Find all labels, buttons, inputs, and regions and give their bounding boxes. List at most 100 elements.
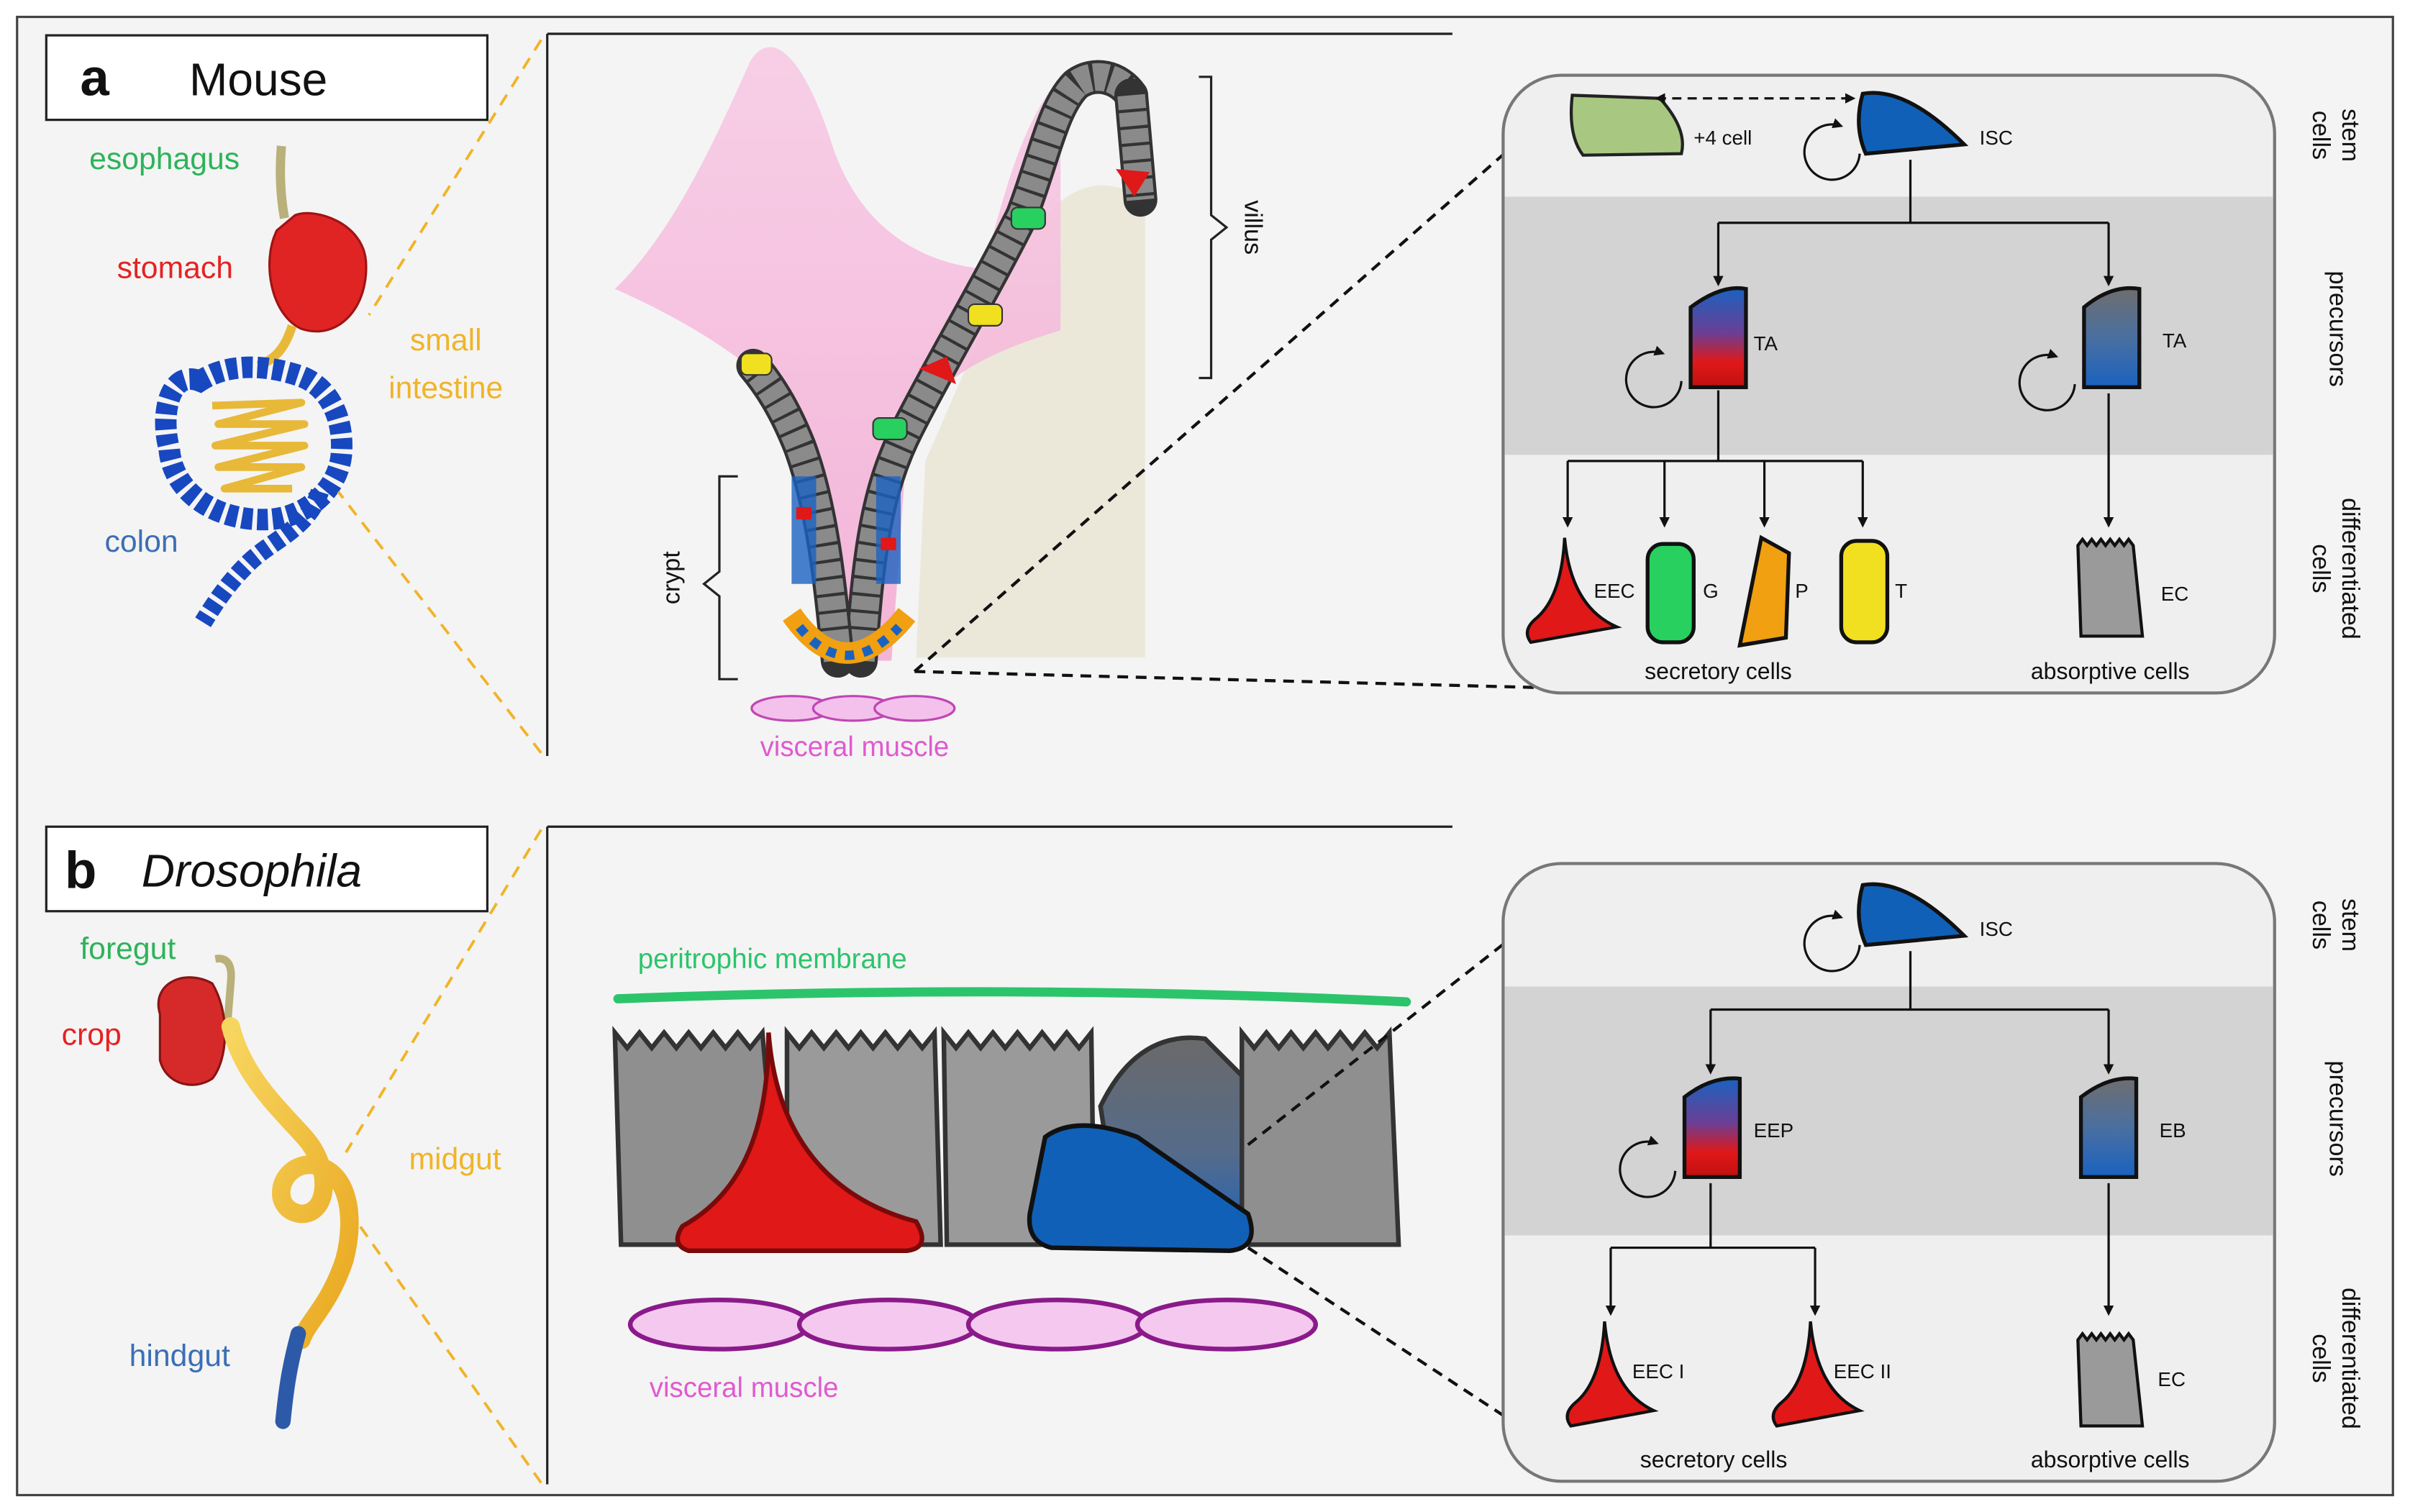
lineage-box-b: ISC EEP EB EEC I EEC II EC secretory cel… <box>1501 862 2276 1483</box>
isc-self-renew-b <box>1803 909 1861 973</box>
ee-cell-b-tissue <box>675 1032 924 1254</box>
villus-goblet-cell-1 <box>872 416 908 441</box>
panel-b-label-box <box>45 825 489 913</box>
panel-a-letter: a <box>80 48 109 106</box>
label-crypt: crypt <box>658 551 685 605</box>
ec-tile-4 <box>1240 1026 1401 1247</box>
zoom-line-a-lineage-top <box>913 94 1572 673</box>
row-b-diff-2: cells <box>2307 1334 2334 1383</box>
hindgut-shape <box>275 1326 306 1429</box>
lineage-a-precursor-band <box>1504 196 2273 455</box>
muscle-b-3 <box>965 1298 1150 1352</box>
drosophila-gut-illustration <box>157 955 359 1429</box>
villus-tuft-cell-2 <box>967 303 1004 327</box>
ec-cell-b <box>2076 1331 2145 1428</box>
row-a-diff-1: differentiated <box>2337 498 2364 639</box>
colon-tail <box>195 488 329 627</box>
eep-cell <box>1682 1076 1742 1179</box>
muscle-b-4 <box>1134 1298 1319 1352</box>
label-absorptive-a: absorptive cells <box>2031 658 2190 684</box>
muscle-b-2 <box>796 1298 981 1352</box>
muscle-b-1 <box>627 1298 811 1352</box>
label-ec-b: EC <box>2157 1368 2186 1390</box>
crypt-villus-illustration <box>614 47 1158 722</box>
ta-self-renew-left <box>1624 345 1683 409</box>
eec-1-cell <box>1565 1321 1659 1428</box>
muscle-a-3 <box>873 695 956 722</box>
isc-self-renew-a <box>1803 118 1861 181</box>
stomach-shape <box>268 211 368 333</box>
eep-self-renew <box>1619 1135 1677 1198</box>
villus-bracket <box>1199 76 1229 380</box>
row-a-stem-1: stem <box>2337 109 2364 162</box>
label-eec-1: EEC I <box>1632 1360 1685 1383</box>
label-crop: crop <box>62 1018 122 1052</box>
zoom-line-a-bottom <box>337 491 542 754</box>
lamina-propria <box>614 47 1061 661</box>
row-b-stem-2: cells <box>2307 901 2334 949</box>
isc-branch-a <box>1718 160 2109 224</box>
esophagus-shape <box>276 145 289 219</box>
row-labels-a: stem cells precursors differentiated cel… <box>2307 109 2364 639</box>
lineage-box-a: +4 cell ISC TA TA EEC G P <box>1501 73 2276 695</box>
label-tuft: T <box>1895 580 1907 602</box>
label-midgut: midgut <box>409 1142 501 1177</box>
villus-background <box>916 185 1145 658</box>
label-small-intestine-2: intestine <box>388 370 503 405</box>
visceral-muscle-b <box>627 1298 1319 1352</box>
label-absorptive-b: absorptive cells <box>2031 1447 2190 1472</box>
crypt-ta-right <box>876 476 901 584</box>
crypt-red-2 <box>881 537 896 550</box>
label-goblet: G <box>1703 580 1719 602</box>
zoom-line-a-top <box>368 39 542 316</box>
label-ta-right: TA <box>2163 329 2187 352</box>
panel-b: b Drosophila foregut crop midgut hindgut… <box>45 825 2364 1485</box>
panel-a-title: Mouse <box>189 53 327 105</box>
label-small-intestine-1: small <box>410 323 482 357</box>
label-plus4: +4 cell <box>1693 127 1752 149</box>
panel-a: a Mouse esophagus stomach small intestin… <box>45 32 2364 762</box>
label-peritrophic: peritrophic membrane <box>638 944 907 975</box>
ta-branch-left <box>1568 390 1863 463</box>
zoom-line-b-bottom <box>345 1205 542 1484</box>
crop-shape <box>157 976 227 1086</box>
mouse-gut-illustration <box>155 145 368 627</box>
row-labels-b: stem cells precursors differentiated cel… <box>2307 898 2364 1429</box>
eb-cell <box>2078 1076 2139 1179</box>
label-eb: EB <box>2160 1119 2186 1142</box>
row-b-stem-1: stem <box>2337 898 2364 952</box>
goblet-cell <box>1645 542 1696 645</box>
label-hindgut: hindgut <box>129 1339 230 1373</box>
crypt-red-1 <box>796 506 812 520</box>
plus4-cell <box>1569 94 1684 157</box>
panel-b-letter: b <box>65 842 96 900</box>
tuft-cell <box>1839 539 1890 645</box>
villus-eec-2 <box>1116 168 1150 197</box>
isc-cell-b <box>1857 882 1969 947</box>
isc-branch-b <box>1710 951 2109 1011</box>
midgut-shape <box>221 1017 359 1349</box>
panel-b-title: Drosophila <box>142 845 362 897</box>
label-ta-left: TA <box>1754 332 1778 355</box>
label-visceral-muscle-b: visceral muscle <box>650 1372 839 1403</box>
lineage-b-precursor-band <box>1504 986 2273 1236</box>
ta-cell-left <box>1688 286 1748 389</box>
label-eec-2: EEC II <box>1834 1360 1891 1383</box>
label-eep: EEP <box>1754 1119 1794 1142</box>
row-b-diff-1: differentiated <box>2337 1288 2364 1429</box>
label-isc-b: ISC <box>1980 918 2013 940</box>
label-visceral-muscle-a: visceral muscle <box>760 732 950 762</box>
isc-cell-b-tissue <box>1027 1123 1254 1254</box>
ta-self-renew-right <box>2018 348 2076 411</box>
row-a-diff-2: cells <box>2307 544 2334 593</box>
eep-branch <box>1610 1183 1816 1249</box>
epithelium-left <box>742 357 852 662</box>
ec-cell-a <box>2076 537 2145 638</box>
label-secretory-a: secretory cells <box>1645 658 1792 684</box>
villus-tuft-cell-1 <box>740 352 773 376</box>
eec-cell-a <box>1525 537 1622 645</box>
isc-cell-a <box>1857 91 1969 156</box>
label-paneth: P <box>1795 580 1809 602</box>
label-foregut: foregut <box>80 932 176 966</box>
